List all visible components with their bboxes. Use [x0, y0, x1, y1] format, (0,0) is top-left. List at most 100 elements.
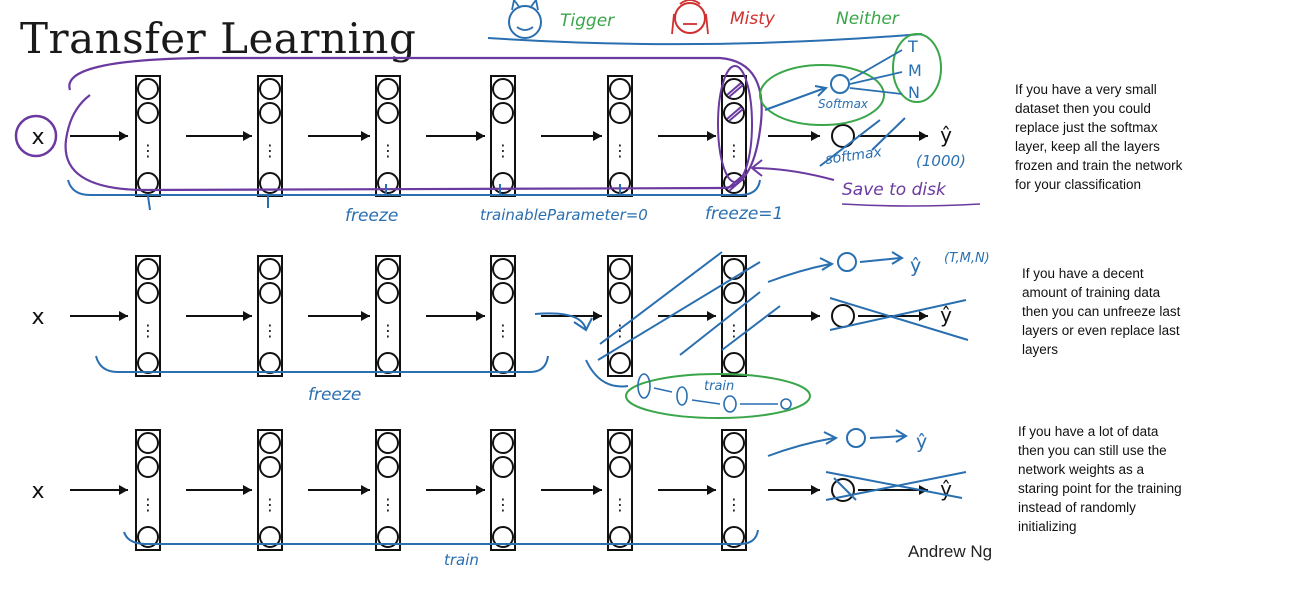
- softmax-note: Softmax: [818, 97, 869, 111]
- neuron: [259, 172, 281, 194]
- layer-arrow-head: [707, 485, 716, 495]
- layer-arrow-head: [476, 311, 485, 321]
- prediction-y-hat: ŷ: [940, 303, 952, 327]
- layer-box: [490, 255, 516, 377]
- neuron: [723, 258, 745, 280]
- row2-tmn-label: (T,M,N): [944, 251, 990, 266]
- output-n-label: N: [908, 83, 920, 102]
- freeze-eq-label: freeze=1: [705, 204, 783, 224]
- layer-box: [375, 255, 401, 377]
- note-large-dataset: If you have a lot of data then you can s…: [1018, 424, 1182, 534]
- row1-brace: [67, 179, 761, 196]
- neuron: [259, 432, 281, 454]
- row2-new-output-arrow: [859, 251, 904, 265]
- softmax-ellipse: [759, 64, 885, 126]
- row2-train-label: train: [704, 379, 734, 394]
- last-layer-circle: [717, 65, 753, 183]
- hidden-layer-5: ⋮: [607, 255, 633, 377]
- neuron-ellipsis: ⋮: [380, 141, 396, 160]
- author-credit: Andrew Ng: [908, 542, 993, 561]
- neuron: [723, 456, 745, 478]
- output-t-label: T: [907, 37, 918, 56]
- neuron: [137, 78, 159, 100]
- layer-box: [135, 429, 161, 551]
- hidden-layer-6: ⋮: [721, 75, 747, 197]
- class-tigger-label: Tigger: [560, 11, 615, 31]
- hidden-layer-6: ⋮: [721, 429, 747, 551]
- legend-underline: [487, 33, 923, 46]
- output-unit: [831, 478, 855, 502]
- neuron: [609, 282, 631, 304]
- frozen-layers-loop: [64, 56, 763, 192]
- row1-strike: [819, 117, 906, 167]
- layer-arrow-head: [476, 131, 485, 141]
- slide-title: Transfer Learning: [20, 14, 417, 63]
- neuron-ellipsis: ⋮: [612, 141, 628, 160]
- neuron: [492, 432, 514, 454]
- neuron: [259, 102, 281, 124]
- neuron-ellipsis: ⋮: [262, 321, 278, 340]
- layer-arrow-head: [476, 485, 485, 495]
- neuron-ellipsis: ⋮: [262, 495, 278, 514]
- neuron: [137, 456, 159, 478]
- row2-annotations: ŷ (T,M,N) train freeze: [95, 251, 990, 419]
- output-unit: [831, 304, 855, 328]
- neuron: [259, 352, 281, 374]
- prediction-arrow-head: [919, 131, 928, 141]
- neuron-ellipsis: ⋮: [380, 321, 396, 340]
- layer-box: [257, 429, 283, 551]
- frozen-neuron-shading: [726, 106, 744, 122]
- output-arrow-head: [811, 311, 820, 321]
- neuron: [259, 526, 281, 548]
- misty-face-icon: [674, 2, 706, 34]
- neuron: [609, 432, 631, 454]
- layer-box: [490, 429, 516, 551]
- tigger-smile-icon: [516, 26, 534, 31]
- neuron: [377, 352, 399, 374]
- network-row-3: x⋮⋮⋮⋮⋮⋮ŷ: [31, 429, 952, 551]
- neuron: [492, 172, 514, 194]
- neuron: [377, 258, 399, 280]
- layer-arrow-head: [243, 485, 252, 495]
- neuron: [377, 282, 399, 304]
- hidden-layer-2: ⋮: [257, 255, 283, 377]
- neuron: [723, 526, 745, 548]
- layer-box: [375, 429, 401, 551]
- neuron: [609, 526, 631, 548]
- save-note: Save to disk: [842, 180, 947, 200]
- row2-strike-lines: [597, 251, 781, 361]
- row3-train-label: train: [444, 551, 479, 569]
- neuron-ellipsis: ⋮: [612, 495, 628, 514]
- neuron: [492, 78, 514, 100]
- neuron: [377, 432, 399, 454]
- hidden-layer-1: ⋮: [135, 429, 161, 551]
- neuron: [492, 102, 514, 124]
- neuron-ellipsis: ⋮: [380, 495, 396, 514]
- input-arrow-head: [119, 311, 128, 321]
- layer-box: [607, 255, 633, 377]
- row2-freeze-label: freeze: [308, 385, 361, 405]
- hidden-layer-3: ⋮: [375, 255, 401, 377]
- class-misty-label: Misty: [730, 9, 776, 29]
- replace-layer-1: [637, 373, 651, 399]
- hidden-layer-1: ⋮: [135, 255, 161, 377]
- tmn-arrows: [849, 49, 903, 95]
- row2-new-unit: [837, 252, 857, 272]
- row2-branch: [534, 312, 593, 332]
- neuron: [492, 526, 514, 548]
- input-x: x: [31, 479, 44, 504]
- note-small-dataset: If you have a very small dataset then yo…: [1015, 82, 1183, 192]
- row3-new-output: ŷ: [916, 431, 927, 453]
- row2-replace-arrow: [585, 359, 629, 388]
- neuron-ellipsis: ⋮: [140, 321, 156, 340]
- neuron-ellipsis: ⋮: [726, 321, 742, 340]
- class-neither-label: Neither: [836, 9, 900, 29]
- layer-arrow-head: [593, 131, 602, 141]
- network-row-1: x⋮⋮⋮⋮⋮⋮ŷ: [31, 75, 952, 197]
- save-arrow: [750, 159, 835, 181]
- misty-hair-icon: [671, 0, 709, 35]
- row3-output-strike: [825, 471, 967, 501]
- neuron: [377, 172, 399, 194]
- replace-layer-2: [676, 386, 688, 406]
- layer-arrow-head: [593, 485, 602, 495]
